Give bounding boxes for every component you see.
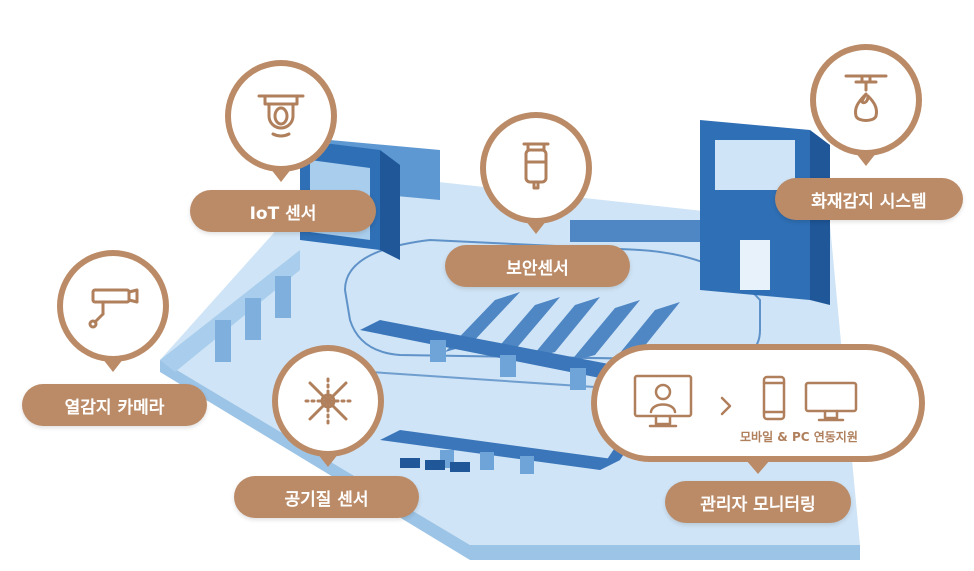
conveyor-lower xyxy=(380,430,620,470)
agv-carts xyxy=(400,458,470,472)
conveyor-upper xyxy=(360,320,640,382)
admin-monitoring-panel xyxy=(591,344,925,474)
machines xyxy=(430,340,586,474)
air-quality-bubble xyxy=(272,345,384,467)
iot-sensor-bubble xyxy=(225,60,337,182)
air-quality-text: 공기질 센서 xyxy=(284,489,369,510)
fire-detection-bubble xyxy=(810,44,922,166)
person-monitor-icon xyxy=(633,374,693,428)
thermal-camera-bubble xyxy=(57,250,169,372)
storage-block-side xyxy=(380,150,400,260)
pc-monitor-icon xyxy=(804,381,858,422)
pillar xyxy=(245,298,261,340)
iot-sensor-text: IoT 센서 xyxy=(249,203,317,224)
office-door xyxy=(740,240,770,290)
air-quality-icon xyxy=(304,377,352,425)
security-sensor-label: 보안센서 xyxy=(445,245,630,287)
security-sensor-icon xyxy=(522,142,550,190)
security-sensor-text: 보안센서 xyxy=(506,258,569,279)
smartphone-icon xyxy=(762,375,786,421)
shelving-row xyxy=(570,220,700,242)
admin-monitoring-text: 관리자 모니터링 xyxy=(700,494,816,515)
thermal-camera-label: 열감지 카메라 xyxy=(22,384,207,426)
fire-sprinkler-icon xyxy=(844,74,888,122)
pillar xyxy=(215,320,231,362)
ceiling-sensor-icon xyxy=(257,94,305,138)
office-window xyxy=(715,140,795,190)
fire-detection-label: 화재감지 시스템 xyxy=(775,178,963,220)
chevron-right-icon xyxy=(720,396,732,416)
fire-detection-text: 화재감지 시스템 xyxy=(811,191,927,212)
mobile-pc-support-text: 모바일 & PC 연동지원 xyxy=(740,430,858,444)
iot-sensor-label: IoT 센서 xyxy=(190,190,376,232)
air-quality-label: 공기질 센서 xyxy=(234,476,419,518)
admin-monitoring-label: 관리자 모니터링 xyxy=(665,481,851,523)
pillar xyxy=(275,276,291,318)
wall-left xyxy=(160,250,300,372)
thermal-camera-text: 열감지 카메라 xyxy=(64,397,165,418)
security-sensor-bubble xyxy=(480,112,592,234)
cctv-camera-icon xyxy=(88,288,139,329)
